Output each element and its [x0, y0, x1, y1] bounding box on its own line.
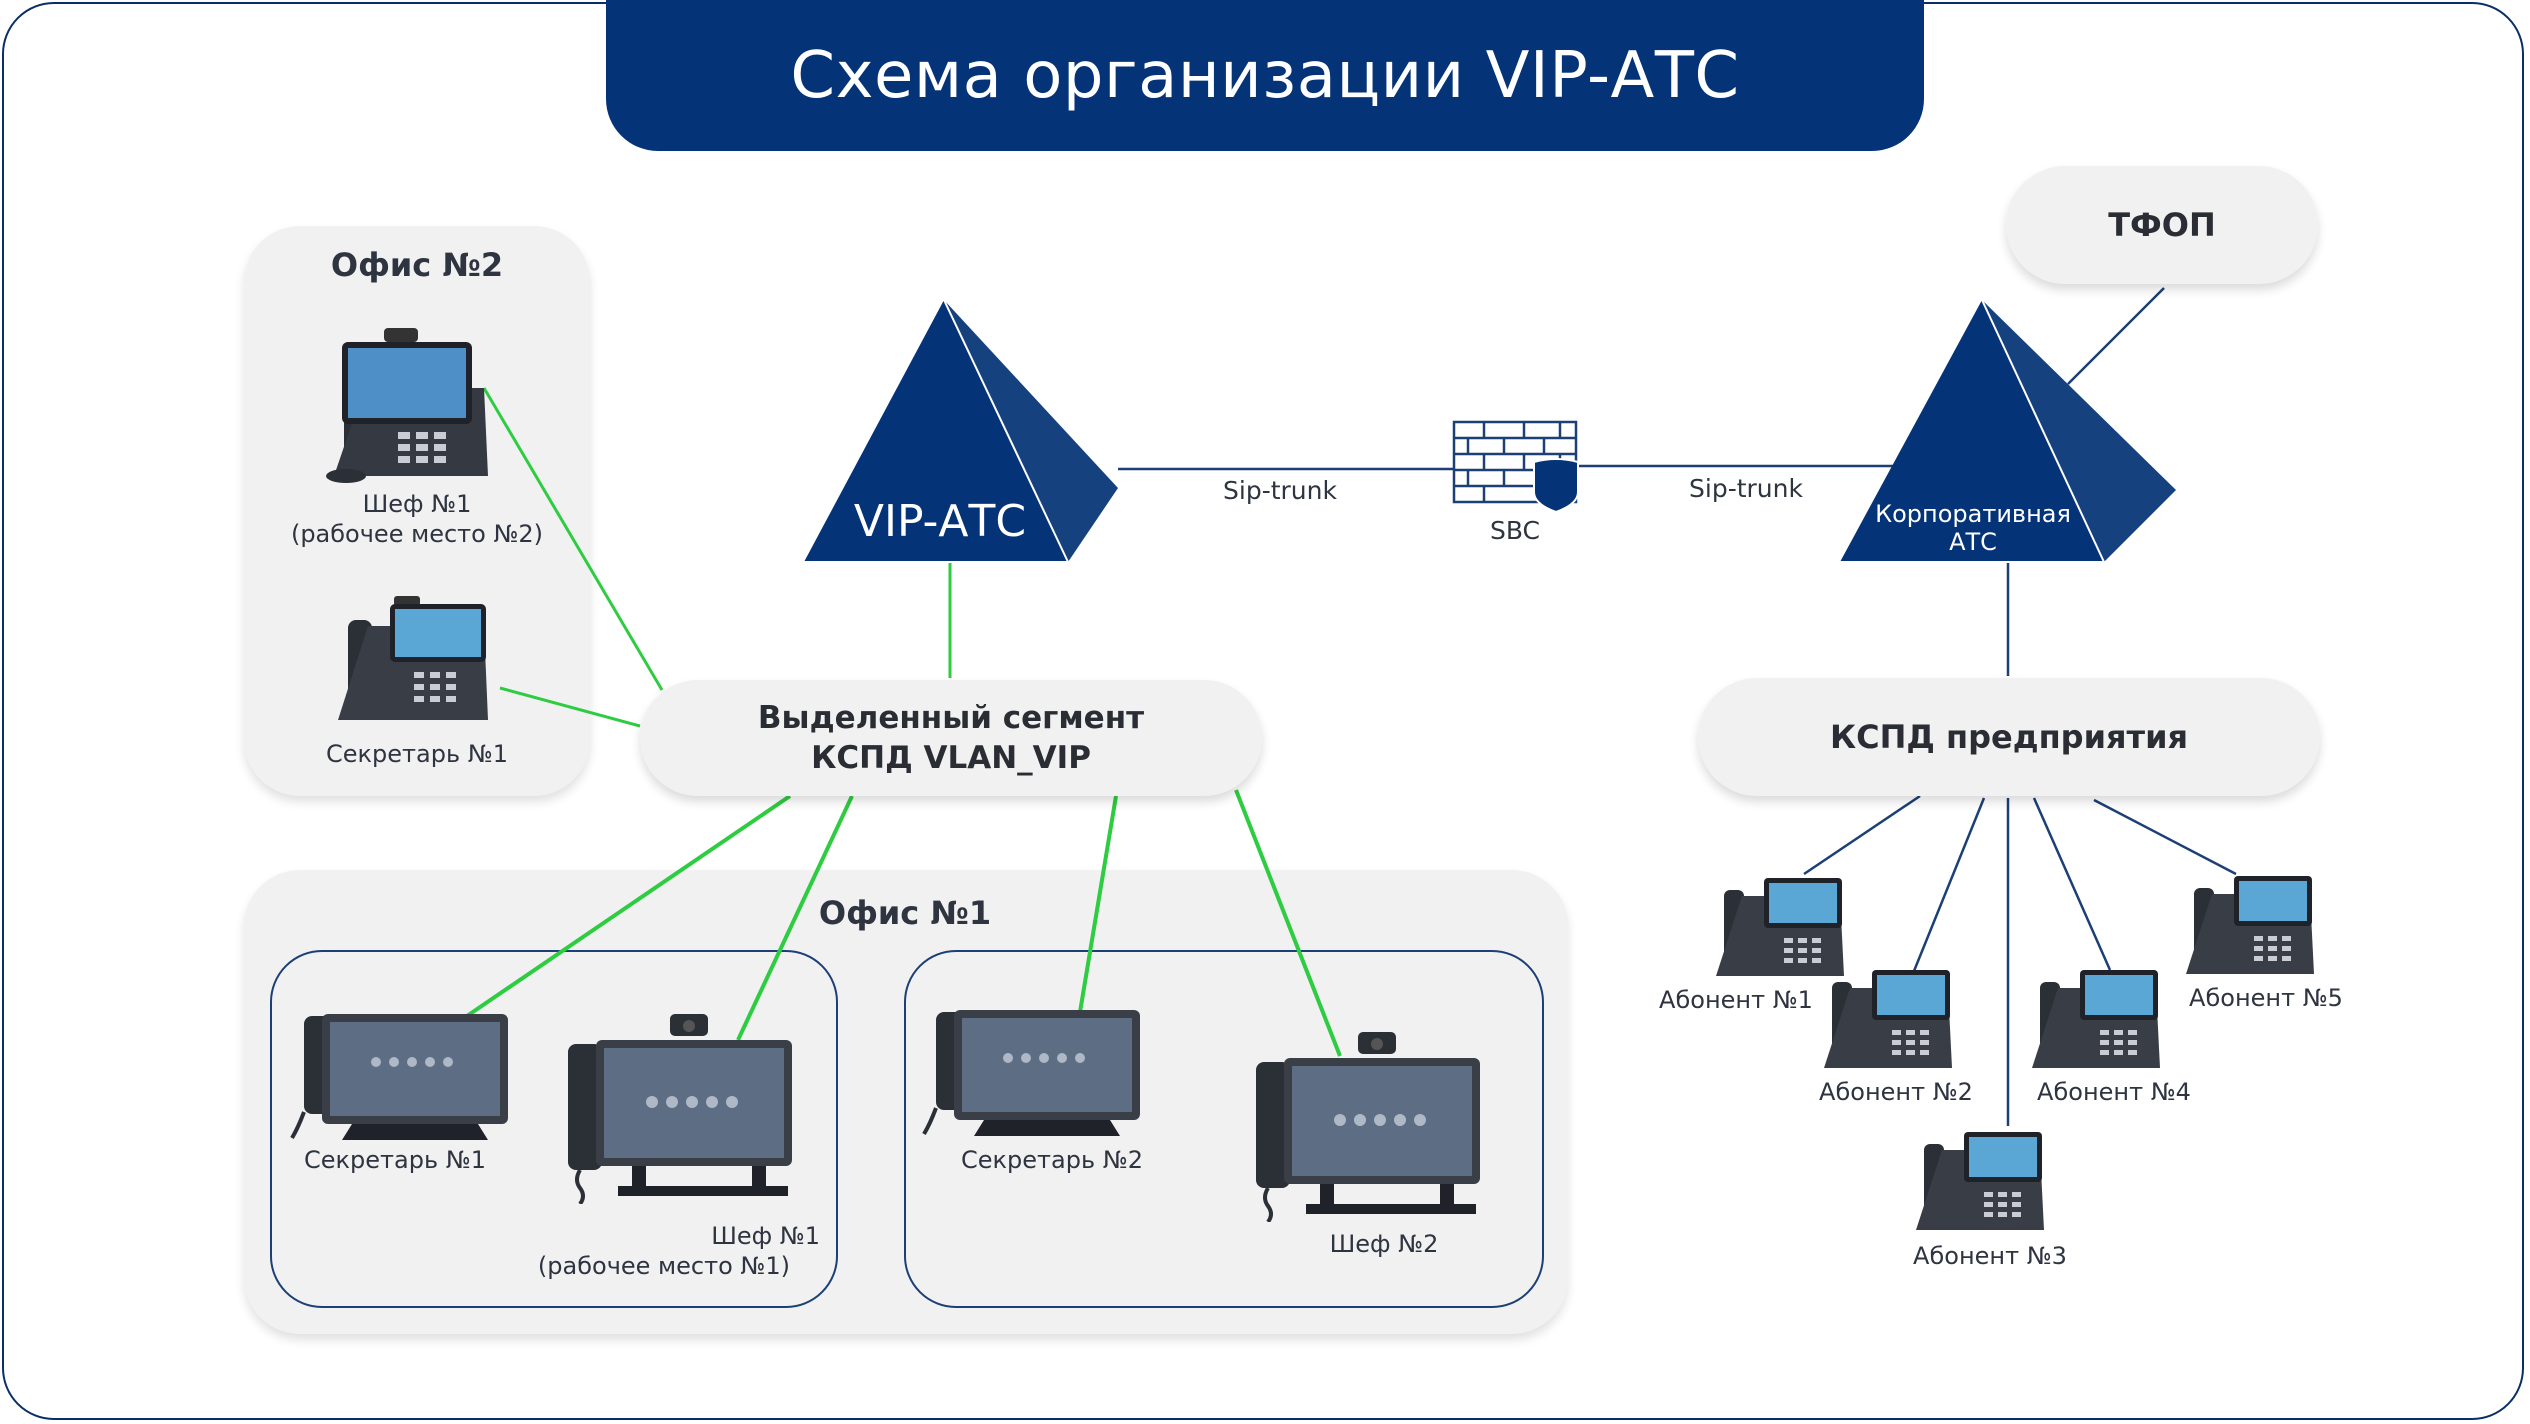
- sip-trunk-right-label: Sip-trunk: [1689, 474, 1803, 503]
- office1-secretary1-label: Секретарь №1: [304, 1146, 486, 1174]
- office1-chef1-label-1: Шеф №1: [711, 1222, 820, 1250]
- link-vlan-chef2: [1234, 789, 1342, 1057]
- corp-pbx-label-line1: Корпоративная: [1875, 500, 2071, 528]
- ip-phone-icon: [1716, 878, 1844, 976]
- subscriber-4-label: Абонент №4: [2037, 1078, 2191, 1106]
- sbc-label: SBC: [1489, 516, 1541, 545]
- vip-pbx-label: VIP-АТС: [853, 496, 1027, 547]
- link-net-sub5: [2093, 798, 2237, 876]
- pstn-label: ТФОП: [2108, 206, 2216, 244]
- link-vlan-secretary1: [462, 794, 792, 1020]
- office1-workplace-2: [904, 950, 1544, 1308]
- sip-trunk-left-label: Sip-trunk: [1223, 476, 1337, 505]
- video-console-icon: [568, 1014, 792, 1204]
- vlan-segment-line2: КСПД VLAN_VIP: [811, 740, 1091, 776]
- touch-console-icon: [922, 1010, 1140, 1136]
- enterprise-network-label: КСПД предприятия: [1829, 718, 2189, 756]
- video-phone-icon: [326, 328, 488, 483]
- ip-phone-icon: [338, 596, 488, 720]
- link-net-sub4: [2032, 797, 2112, 971]
- link-net-sub2: [1910, 797, 1986, 977]
- link-net-sub1: [1803, 794, 1921, 876]
- subscriber-3-label: Абонент №3: [1913, 1242, 2067, 1270]
- firewall-icon: [1452, 420, 1579, 514]
- enterprise-network-pill: КСПД предприятия: [1698, 678, 2320, 796]
- corp-pbx-label-line2: АТС: [1949, 528, 1997, 556]
- vlan-segment-line1: Выделенный сегмент: [757, 700, 1145, 736]
- office2-title: Офис №2: [330, 246, 504, 284]
- ip-phone-icon: [1916, 1132, 2044, 1230]
- link-chef1-ws2: [482, 387, 664, 691]
- office1-title: Офис №1: [818, 894, 992, 932]
- office2-secretary-label: Секретарь №1: [326, 740, 508, 768]
- corp-pbx-pyramid: [1840, 299, 2176, 563]
- link-corp-pstn: [2067, 287, 2165, 385]
- link-vlan-chef1: [736, 795, 854, 1041]
- office2-chef-label-1: Шеф №1: [362, 490, 472, 518]
- ip-phone-icon: [2032, 970, 2160, 1068]
- office1-secretary2-label: Секретарь №2: [961, 1146, 1143, 1174]
- video-console-icon: [1256, 1032, 1480, 1222]
- ip-phone-icon: [2186, 876, 2314, 974]
- touch-console-icon: [290, 1014, 508, 1140]
- link-vlan-secretary2: [1078, 795, 1118, 1013]
- ip-phone-icon: [1824, 970, 1952, 1068]
- vlan-segment-pill: Выделенный сегмент КСПД VLAN_VIP: [640, 680, 1262, 796]
- vip-pbx-pyramid: [804, 299, 1118, 563]
- title-bar: Схема организации VIP-АТС: [606, 0, 1924, 151]
- office2-chef-label-2: (рабочее место №2): [290, 520, 544, 548]
- office1-workplace-1: [270, 950, 838, 1308]
- subscriber-5-label: Абонент №5: [2189, 984, 2343, 1012]
- office1-chef1-label-2: (рабочее место №1): [537, 1252, 790, 1280]
- subscriber-2-label: Абонент №2: [1819, 1078, 1973, 1106]
- link-secretary-office2: [499, 686, 641, 728]
- page-title: Схема организации VIP-АТС: [790, 38, 1740, 113]
- pstn-pill: ТФОП: [2006, 166, 2318, 284]
- office1-chef2-label: Шеф №2: [1329, 1230, 1439, 1258]
- subscriber-1-label: Абонент №1: [1659, 986, 1813, 1014]
